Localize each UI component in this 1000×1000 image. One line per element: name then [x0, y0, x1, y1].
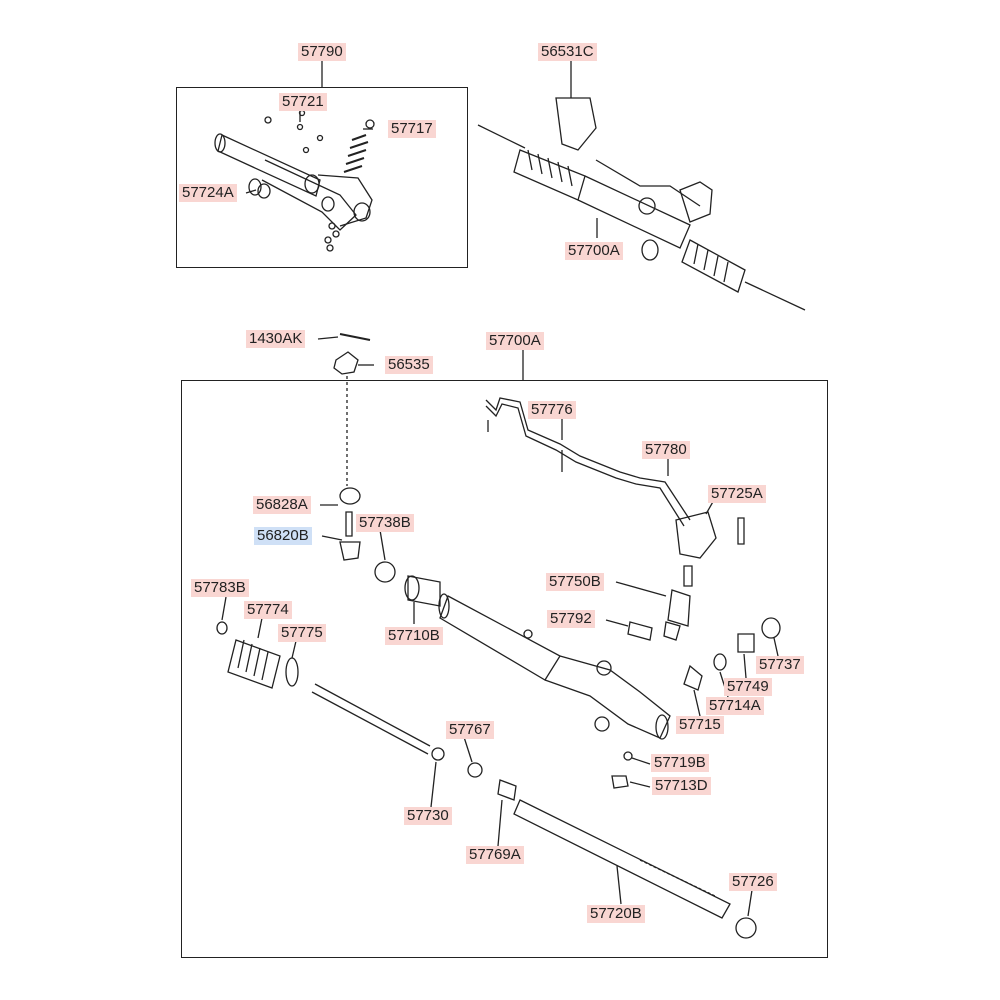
- tie-rod-drawing: [216, 621, 517, 801]
- part-label-57713D[interactable]: 57713D: [652, 777, 711, 795]
- part-label-57720B[interactable]: 57720B: [587, 905, 645, 923]
- part-label-57715[interactable]: 57715: [676, 716, 724, 734]
- part-label-57721[interactable]: 57721: [279, 93, 327, 111]
- part-label-56531C[interactable]: 56531C: [538, 43, 597, 61]
- part-label-57749[interactable]: 57749: [724, 678, 772, 696]
- gear-housing-drawing: [214, 109, 375, 252]
- part-label-57767[interactable]: 57767: [446, 721, 494, 739]
- part-label-57783B[interactable]: 57783B: [191, 579, 249, 597]
- part-label-57700A-top[interactable]: 57700A: [565, 242, 623, 260]
- pinion-parts-drawing: [333, 333, 441, 607]
- part-label-57775[interactable]: 57775: [278, 624, 326, 642]
- part-label-57774[interactable]: 57774: [244, 601, 292, 619]
- part-label-57790[interactable]: 57790: [298, 43, 346, 61]
- part-label-57738B[interactable]: 57738B: [356, 514, 414, 532]
- part-label-57776[interactable]: 57776: [528, 401, 576, 419]
- control-valve-drawing: [627, 565, 781, 691]
- part-label-57726[interactable]: 57726: [729, 873, 777, 891]
- part-label-1430AK[interactable]: 1430AK: [246, 330, 306, 348]
- rack-assembly-kit-frame: [181, 380, 828, 958]
- part-label-57717[interactable]: 57717: [388, 120, 436, 138]
- gear-housing-kit-frame: [176, 87, 468, 268]
- hose-lines-drawing: [485, 397, 745, 559]
- part-label-57780[interactable]: 57780: [642, 441, 690, 459]
- part-label-57724A[interactable]: 57724A: [179, 184, 237, 202]
- rack-bar-drawing: [513, 799, 757, 939]
- part-label-57725A[interactable]: 57725A: [708, 485, 766, 503]
- part-label-56820B-selected[interactable]: 56820B: [254, 527, 312, 545]
- part-label-57769A[interactable]: 57769A: [466, 846, 524, 864]
- part-label-57737[interactable]: 57737: [756, 656, 804, 674]
- part-label-57792[interactable]: 57792: [547, 610, 595, 628]
- part-label-57700A-main[interactable]: 57700A: [486, 332, 544, 350]
- part-label-57730[interactable]: 57730: [404, 807, 452, 825]
- part-label-57710B[interactable]: 57710B: [385, 627, 443, 645]
- part-label-57750B[interactable]: 57750B: [546, 573, 604, 591]
- part-label-57714A[interactable]: 57714A: [706, 697, 764, 715]
- housing-tube-drawing: [438, 593, 671, 789]
- rack-assembly-drawing: [477, 97, 806, 311]
- part-label-57719B[interactable]: 57719B: [651, 754, 709, 772]
- part-label-56535[interactable]: 56535: [385, 356, 433, 374]
- part-label-56828A[interactable]: 56828A: [253, 496, 311, 514]
